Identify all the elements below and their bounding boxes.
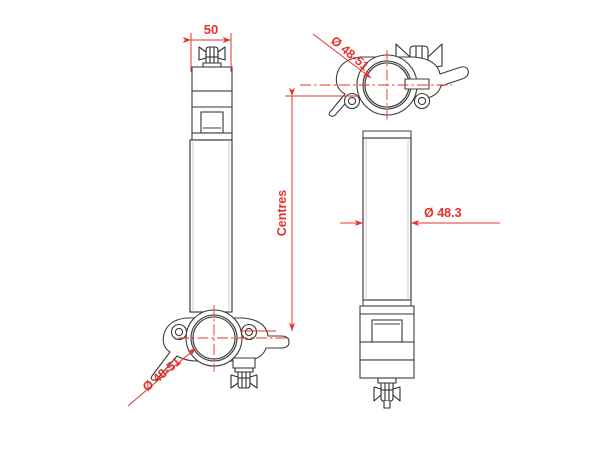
dimension-label-tube-diameter: Ø 48.3 [424,206,462,220]
dimension-leader-bore-left [127,347,197,407]
wing-nut-top-left [198,46,226,68]
tube-right [362,130,412,307]
centerline-clamp-bottom-left [178,305,290,372]
centerline-clamp-top-right [300,50,452,122]
clamp-edge-view-top-left [191,66,233,141]
right-elevation-view [300,43,469,409]
left-elevation-view [150,46,290,389]
dimension-label-50: 50 [204,22,218,37]
dimension-width-50 [182,33,232,72]
wing-nut-bottom-right [373,377,401,409]
dimension-label-centres: Centres [275,190,289,237]
wing-nut-bottom-left [230,367,258,389]
dimension-label-bore-left: Ø 48-51 [140,355,184,395]
dimension-leader-bore-right [312,33,372,79]
clamp-front-view-top-right [328,54,469,117]
tube-left [189,139,233,313]
dimension-centres [240,87,358,332]
clamp-edge-view-bottom-right [359,305,415,379]
